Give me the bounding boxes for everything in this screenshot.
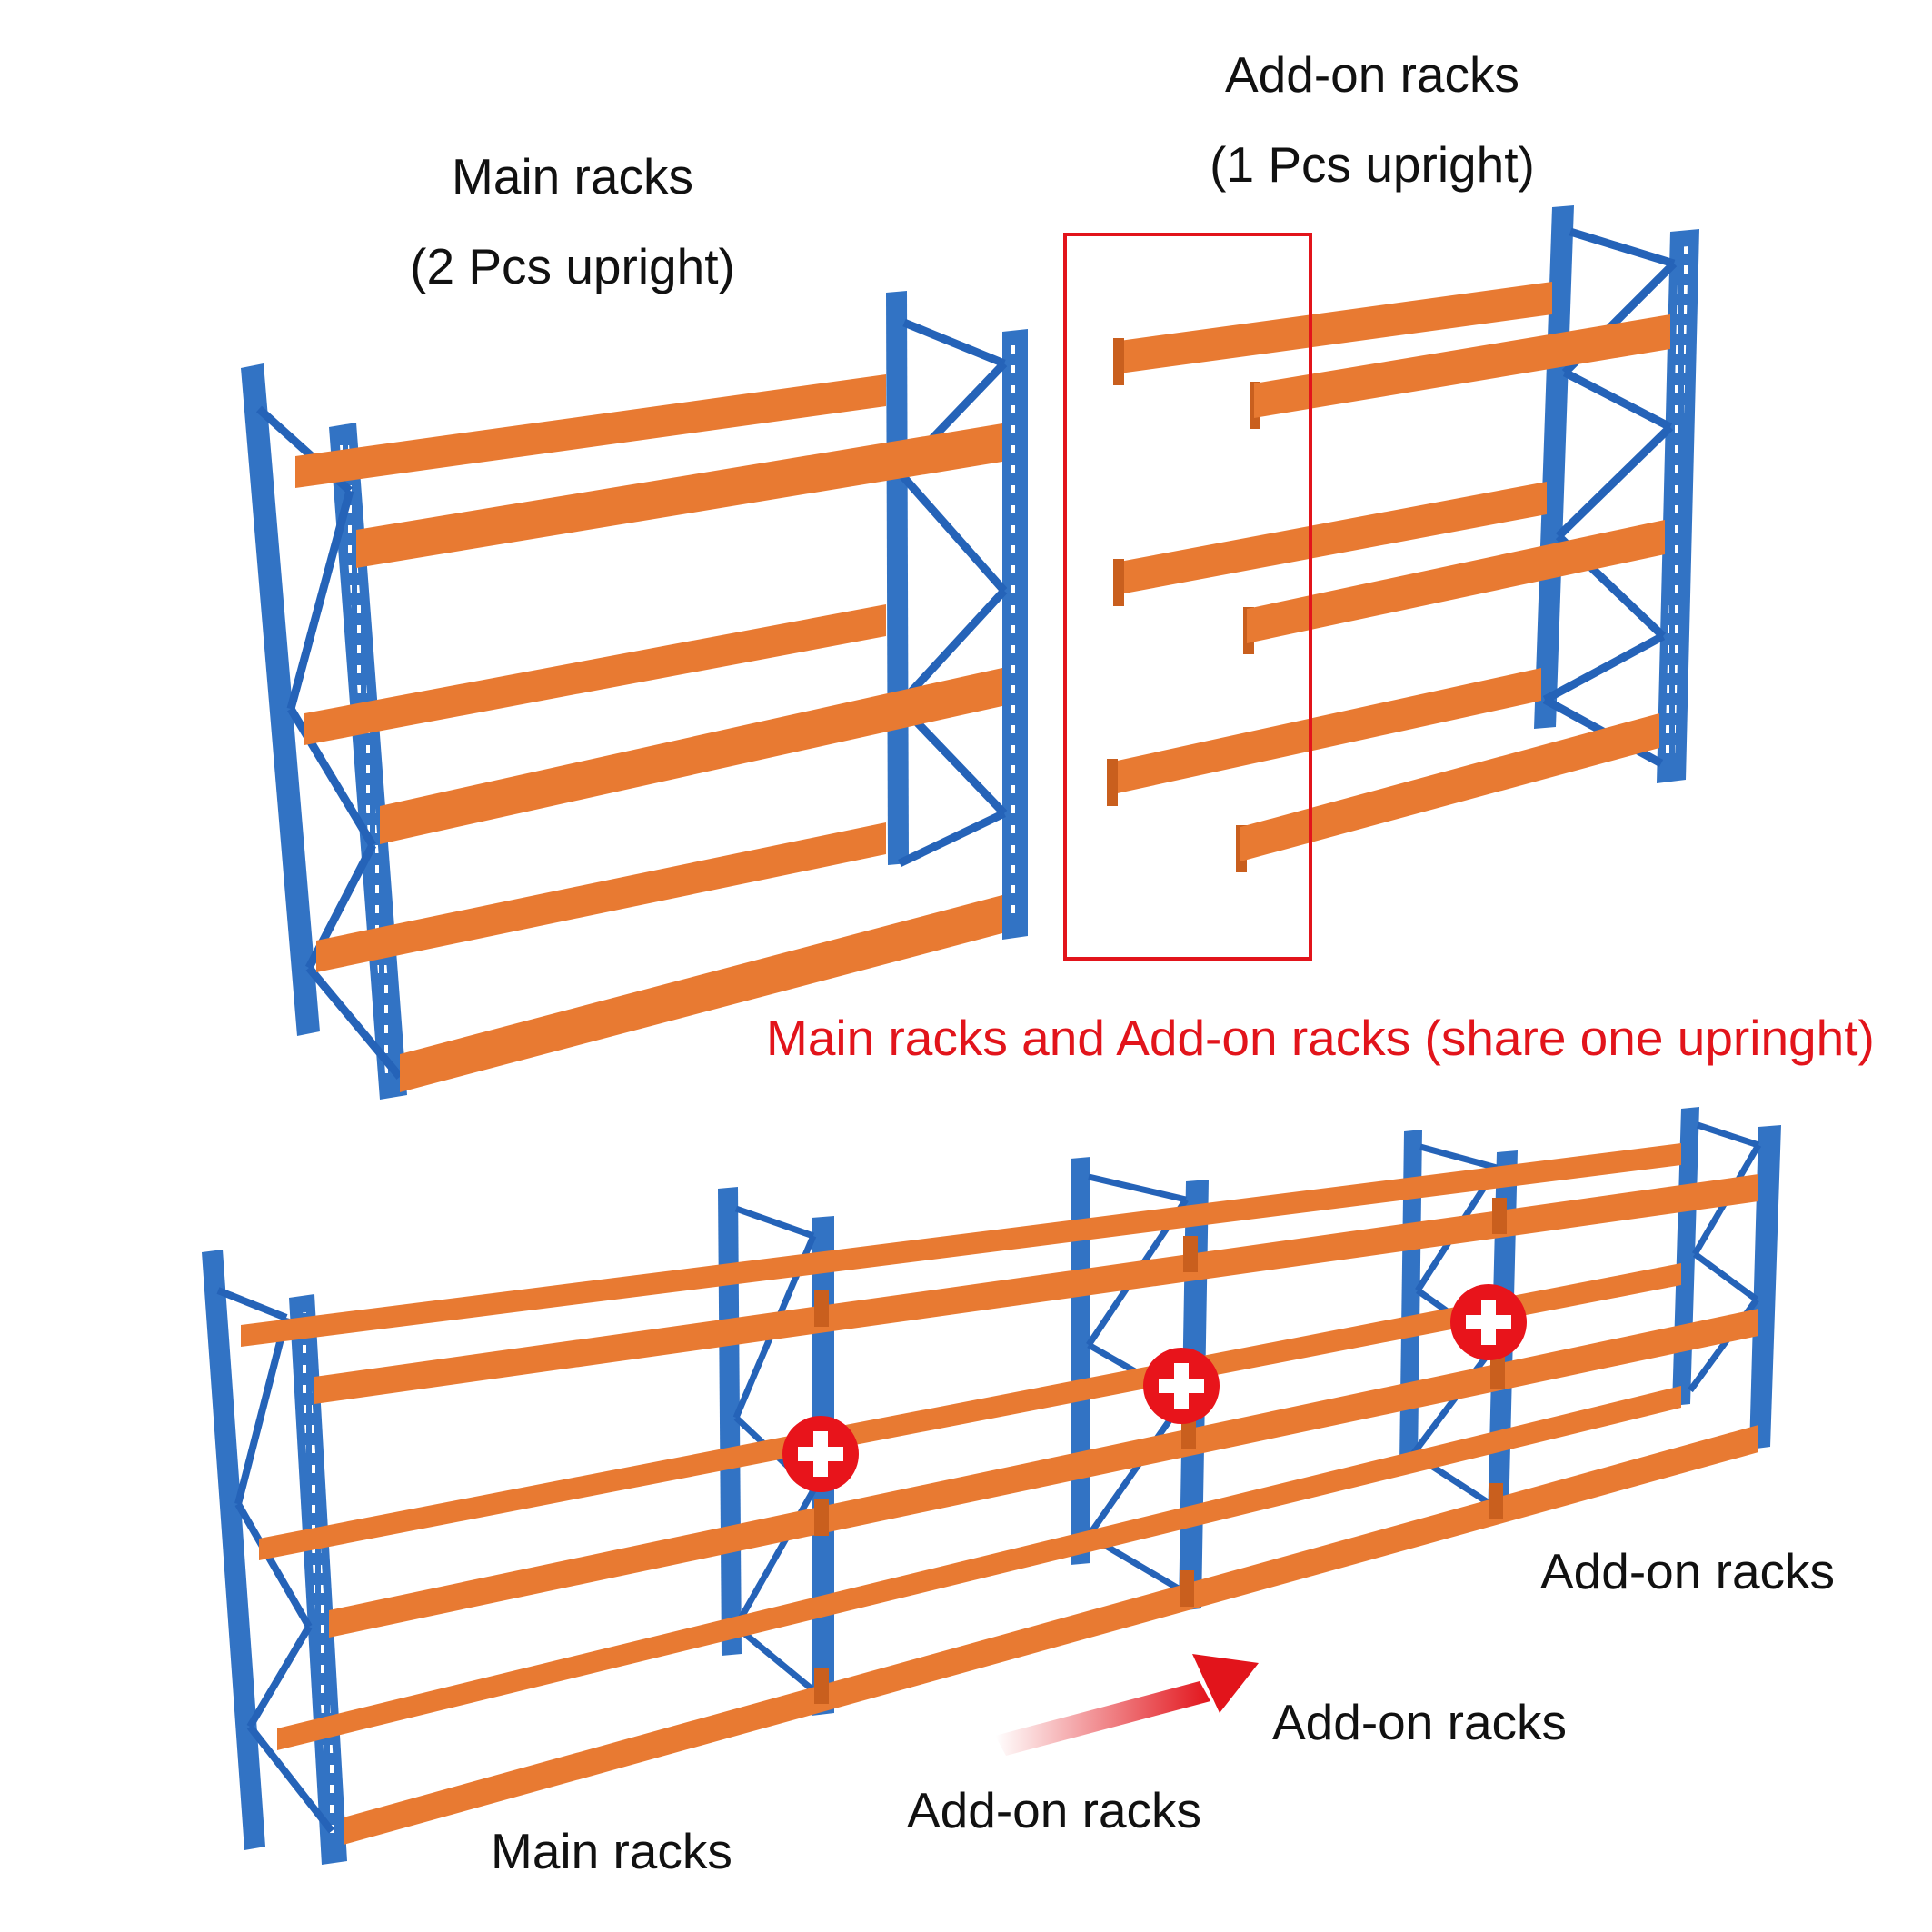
main-racks-title: Main racks — [452, 148, 693, 204]
upright — [241, 363, 320, 1036]
beams-front — [356, 423, 1002, 1092]
share-upright-note: Main racks and Add-on racks (share one u… — [766, 1010, 1875, 1066]
beams-back — [1113, 282, 1552, 794]
bottom-addon-racks-label-2: Add-on racks — [1272, 1694, 1568, 1750]
addon-racks-title: Add-on racks — [1224, 46, 1520, 103]
combined-rack-run — [202, 1107, 1781, 1865]
beam-connectors — [814, 1198, 1507, 1704]
plus-circle-icon — [1143, 1348, 1220, 1424]
beams-back — [241, 1143, 1681, 1750]
main-racks-subtitle: (2 Pcs upright) — [410, 238, 735, 294]
beam-connectors — [1107, 338, 1260, 872]
upright — [886, 291, 909, 865]
plus-circle-icon — [1450, 1284, 1527, 1360]
frame-bracing — [896, 318, 1008, 868]
bottom-addon-racks-label-1: Add-on racks — [907, 1782, 1202, 1838]
highlight-box — [1063, 233, 1312, 961]
addon-rack-top — [1063, 205, 1699, 961]
upright — [202, 1250, 265, 1850]
bottom-addon-racks-label-3: Add-on racks — [1540, 1543, 1836, 1599]
addon-racks-subtitle: (1 Pcs upright) — [1210, 136, 1535, 193]
frame-bracing — [216, 1287, 335, 1834]
plus-circle-icon — [782, 1416, 859, 1492]
main-rack-top — [241, 291, 1028, 1100]
arrow-right-icon — [995, 1654, 1259, 1756]
beams-front — [314, 1174, 1758, 1845]
bottom-main-racks-label: Main racks — [491, 1823, 732, 1879]
beams-front — [1240, 314, 1670, 861]
beams-back — [295, 374, 886, 972]
